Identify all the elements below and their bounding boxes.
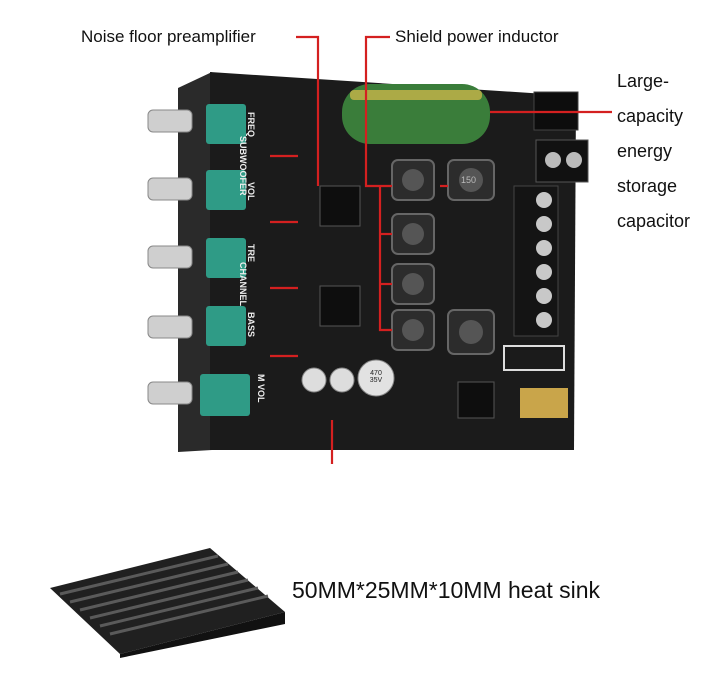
annotation-lines — [270, 35, 612, 464]
heat-sink-caption: 50MM*25MM*10MM heat sink — [292, 577, 601, 603]
noise-floor-label: Noise floor preamplifier — [81, 27, 256, 46]
capacitor-label-line: capacity — [617, 106, 684, 126]
audio-jack — [520, 388, 568, 418]
side-bracket — [178, 72, 212, 452]
cap-print: 470 35V — [369, 370, 383, 384]
antenna-trace — [503, 345, 565, 371]
inductor-print: 150 — [461, 175, 477, 185]
small-cap-2 — [329, 367, 355, 393]
potentiometers — [200, 104, 250, 416]
heat-sink-image — [50, 548, 285, 658]
amp-chip-2 — [319, 285, 361, 327]
capacitor-band — [350, 90, 482, 100]
bt-chip — [457, 381, 495, 419]
knob-shafts — [147, 109, 193, 405]
speaker-terminals — [513, 185, 559, 337]
capacitor-label-line: Large- — [617, 71, 670, 91]
silk-m-vol: M VOL — [256, 374, 266, 403]
capacitor-label-line: energy — [617, 141, 673, 161]
capacitor-label-line: capacitor — [617, 211, 691, 231]
silk-freq: FREQ — [246, 112, 256, 138]
large-cap — [357, 359, 395, 397]
small-cap-1 — [301, 367, 327, 393]
silk-tre: TRE — [246, 244, 256, 262]
capacitor-label: Large- capacity energy storage capacitor — [617, 64, 690, 239]
shield-inductor-label: Shield power inductor — [395, 27, 559, 46]
silk-channel: CHANNEL — [238, 262, 248, 306]
silk-bass: BASS — [246, 312, 256, 338]
silk-vol: VOL — [246, 182, 256, 201]
capacitor-label-line: storage — [617, 176, 678, 196]
amp-chip-1 — [319, 185, 361, 227]
